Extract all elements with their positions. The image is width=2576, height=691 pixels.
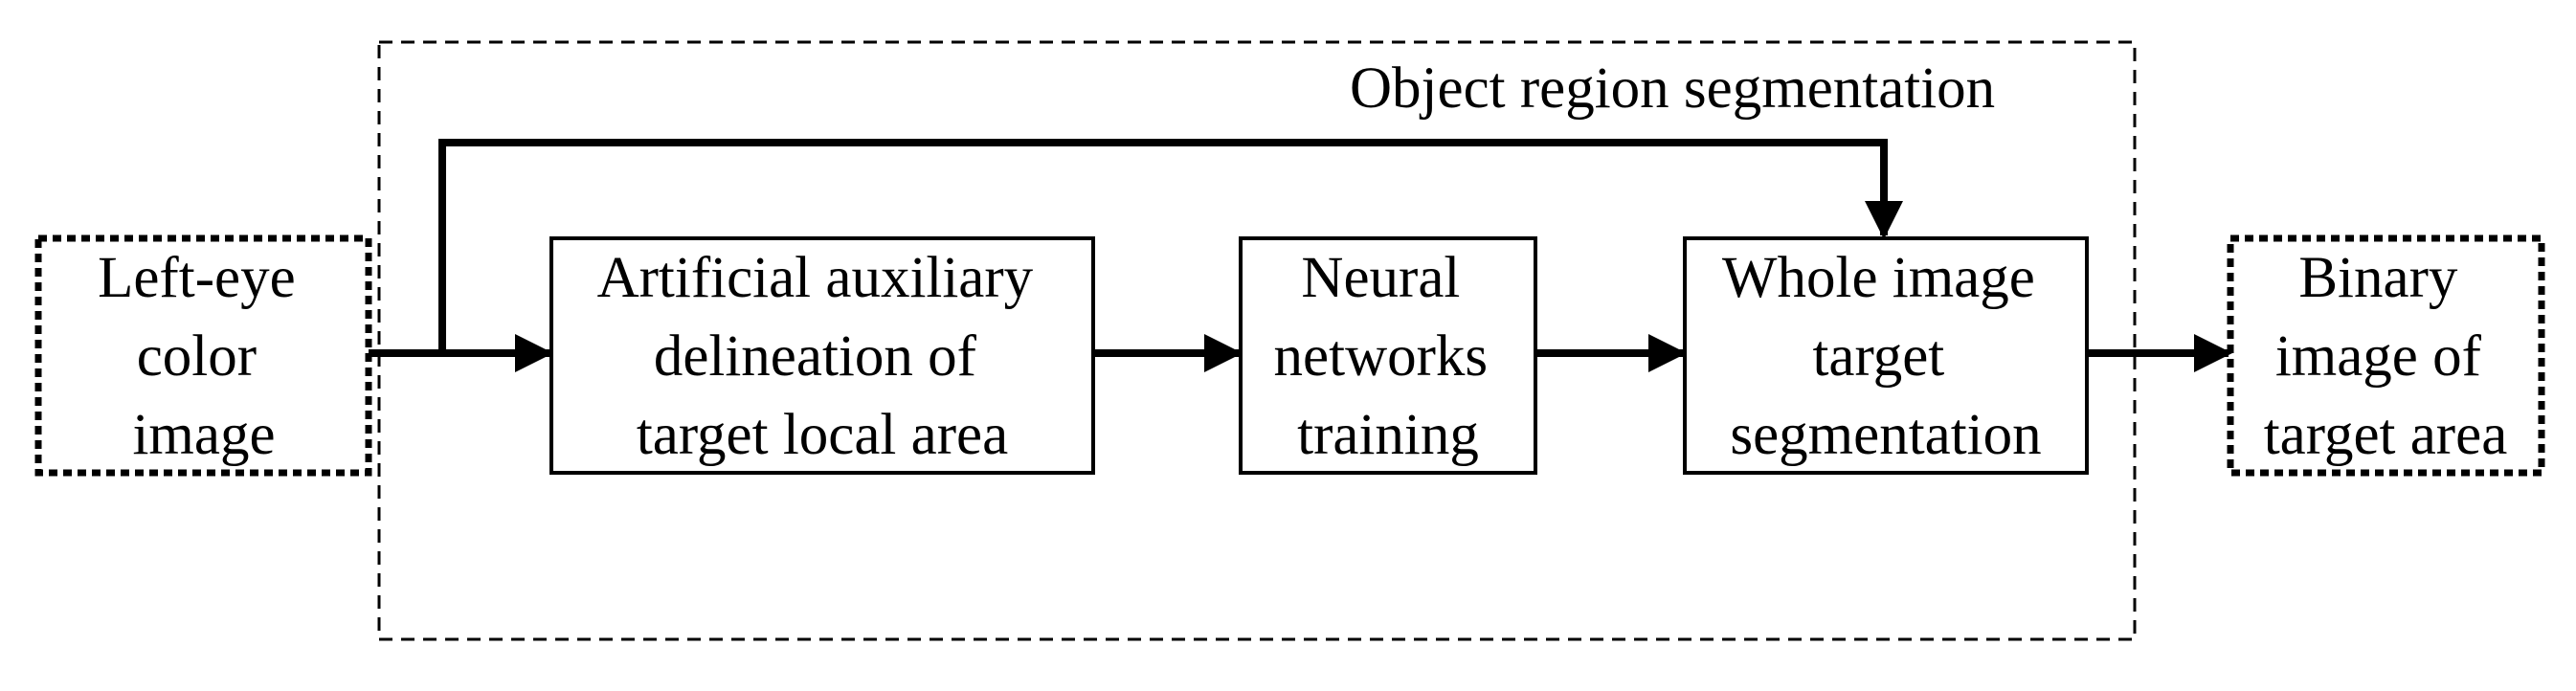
output-node-line-2: image of — [2275, 324, 2482, 389]
step-1-label: Artificial auxiliary delineation of targ… — [597, 246, 1048, 467]
input-node-line-1: Left-eye — [98, 246, 296, 310]
group-frame — [377, 40, 2137, 641]
output-node-line-1: Binary — [2298, 246, 2458, 310]
input-node-line-3: image — [132, 403, 275, 467]
step-2-line-1: Neural — [1301, 246, 1460, 310]
input-node-label: Left-eye color image — [98, 246, 310, 467]
step-1-line-2: delineation of — [654, 324, 977, 389]
output-node-line-3: target area — [2264, 403, 2508, 467]
step-1-line-3: target local area — [637, 403, 1008, 467]
input-node-line-2: color — [137, 324, 257, 389]
step-1-line-1: Artificial auxiliary — [597, 246, 1034, 310]
step-2-label: Neural networks training — [1274, 246, 1503, 467]
step-3-line-3: segmentation — [1730, 403, 2041, 467]
group-title: Object region segmentation — [1350, 56, 1995, 121]
step-2-line-3: training — [1297, 403, 1479, 467]
step-3-line-2: target — [1812, 324, 1944, 389]
output-node-label: Binary image of target area — [2264, 246, 2508, 467]
step-2-line-2: networks — [1274, 324, 1489, 389]
step-3-line-1: Whole image — [1722, 246, 2035, 310]
step-3-label: Whole image target segmentation — [1722, 246, 2050, 467]
arrow-bypass-to-step-3 — [438, 139, 1903, 353]
